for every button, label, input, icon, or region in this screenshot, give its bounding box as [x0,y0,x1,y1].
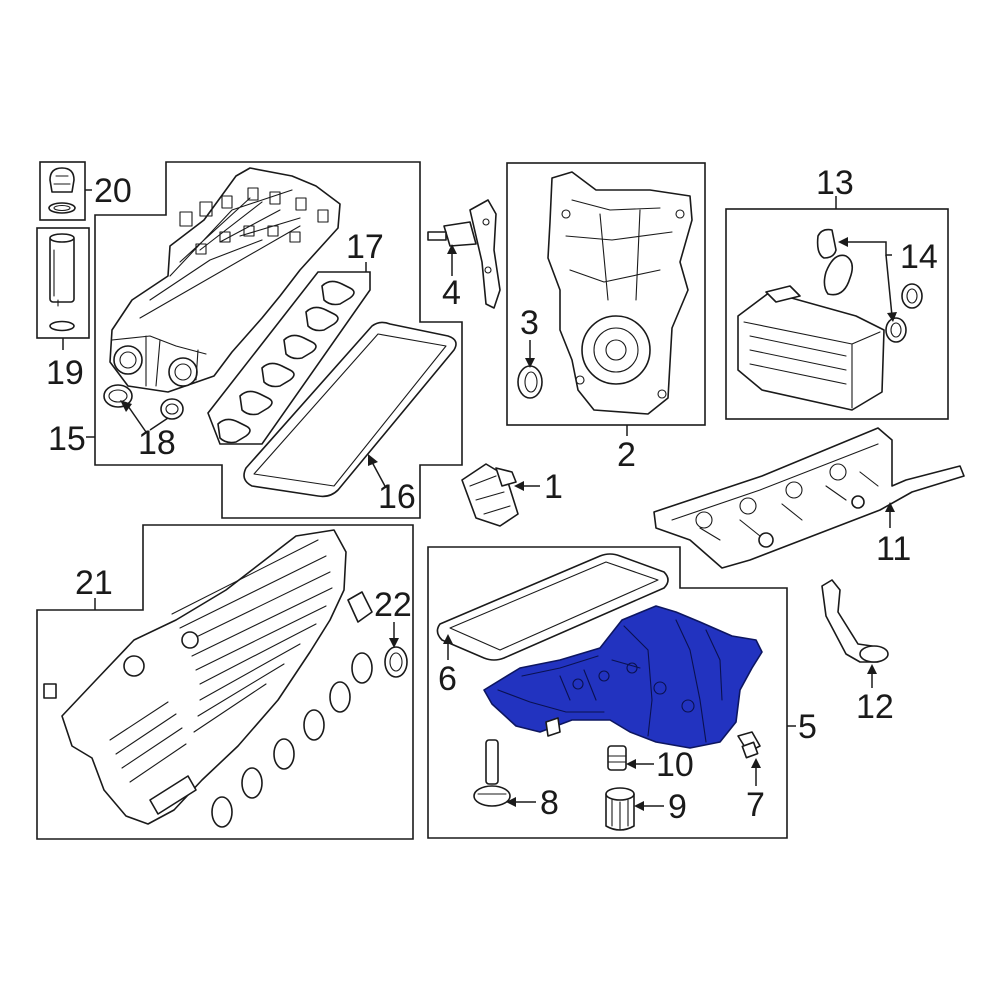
oil-pan-highlighted [483,605,763,749]
callout-15: 15 [48,420,86,458]
oil-filter [605,787,635,831]
callout-14: 14 [900,238,938,276]
intake-runner-seals-row [211,591,373,828]
dipstick-tube [49,233,75,332]
callout-21: 21 [75,564,113,602]
callout-numbers: 20 19 15 18 17 16 4 3 2 13 14 1 11 12 21… [46,164,938,826]
box-intake-manifold [36,524,414,840]
box-oil-pan [427,546,788,839]
callout-3: 3 [520,304,539,342]
callout-22: 22 [374,586,412,624]
callout-10: 10 [656,746,694,784]
callout-2: 2 [617,436,636,474]
callout-12: 12 [856,688,894,726]
valve-cover [109,167,341,393]
intake-port-gaskets [207,271,371,445]
drain-plug [473,739,511,807]
oil-drain-fitting [607,745,627,771]
box-valve-cover [94,161,463,519]
sensor-bracket [427,199,501,309]
oil-pan-bolt [737,731,761,759]
box-oil-filler-cap [39,161,86,221]
callout-17: 17 [346,228,384,266]
callout-19: 19 [46,354,84,392]
callout-7: 7 [746,786,765,824]
callout-11: 11 [876,530,911,568]
oil-pan-gasket [436,553,669,661]
callout-9: 9 [668,788,687,826]
group-boxes [36,161,949,840]
valve-cover-gasket [243,321,457,498]
spark-plug-tube-seals [103,384,184,420]
timing-chain-cover [547,171,693,415]
callout-18: 18 [138,424,176,462]
callout-20: 20 [94,172,132,210]
callout-1: 1 [544,468,563,506]
box-oil-cooler [725,208,949,420]
oil-pickup-tube [821,579,889,663]
leader-lines [62,189,897,811]
oil-cooler-seals [816,228,923,343]
callout-6: 6 [438,660,457,698]
intake-seal [384,646,408,678]
callout-8: 8 [540,784,559,822]
callout-13: 13 [816,164,854,202]
callout-4: 4 [442,274,461,312]
oil-filler-cap [48,167,76,214]
oil-cooler [737,285,885,411]
oil-pan-baffle [653,427,965,569]
crankshaft-seal [517,365,543,399]
callout-16: 16 [378,478,416,516]
sensor [461,463,519,527]
callout-5: 5 [798,708,817,746]
intake-manifold [43,529,347,825]
box-timing-cover [506,162,706,426]
